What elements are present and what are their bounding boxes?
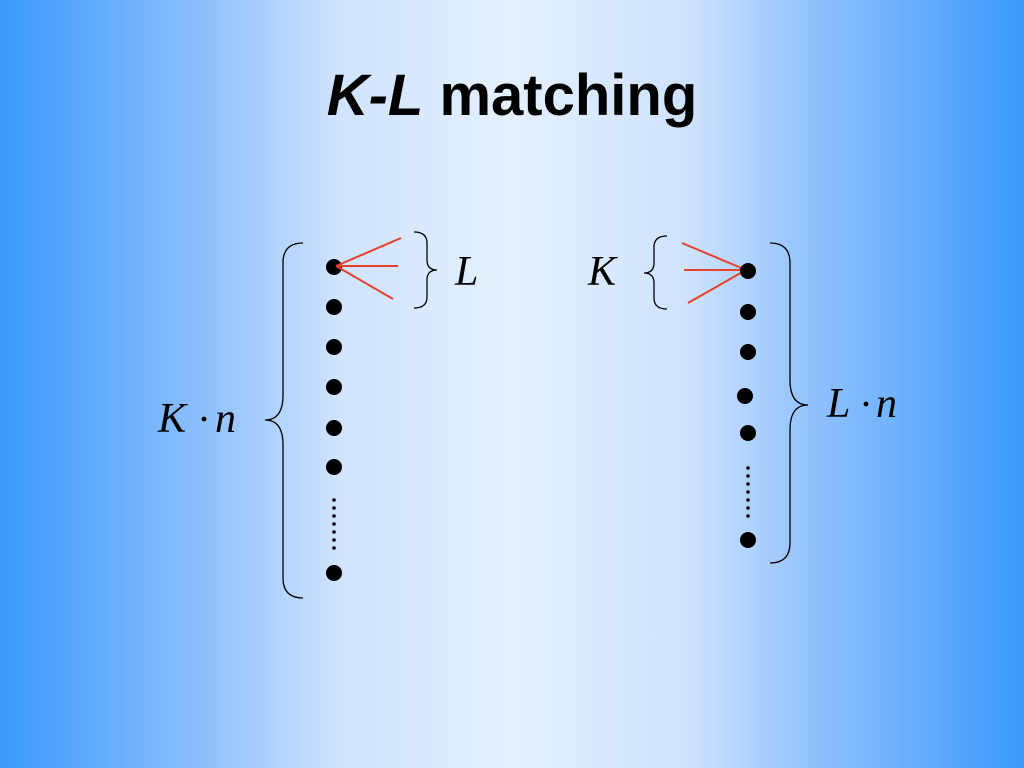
right-dot — [740, 304, 756, 320]
left-edge-label-L: L — [454, 249, 478, 295]
left-dot — [326, 339, 342, 355]
left-set-size-K: K — [157, 396, 188, 442]
left-dot — [326, 420, 342, 436]
left-dot — [326, 299, 342, 315]
left-edge — [335, 265, 394, 300]
right-edge — [687, 269, 747, 304]
left-dot — [326, 379, 342, 395]
left-multiply-dot — [201, 416, 207, 422]
right-dot — [737, 388, 753, 404]
right-edge — [681, 242, 747, 271]
left-edge — [335, 237, 402, 267]
left-large-brace — [264, 242, 304, 599]
left-vertex-set: L K n — [157, 231, 478, 599]
right-dot — [740, 344, 756, 360]
right-dot — [740, 425, 756, 441]
right-set-size-L: L — [826, 381, 850, 427]
left-vertical-ellipsis — [332, 498, 336, 550]
left-dot — [326, 565, 342, 581]
left-dot — [326, 259, 342, 275]
right-edge-label-K: K — [587, 249, 618, 295]
right-vertex-set: K L n — [587, 235, 897, 564]
right-large-brace — [769, 242, 809, 564]
right-vertical-ellipsis — [746, 466, 750, 518]
title-matching: matching — [423, 63, 698, 128]
right-small-brace — [643, 235, 668, 310]
right-multiply-dot — [863, 401, 869, 407]
left-small-brace — [413, 231, 438, 309]
title-kl: K-L — [326, 63, 424, 128]
left-edges — [335, 237, 402, 300]
slide-title: K-L matching — [0, 58, 1024, 134]
left-dot — [326, 459, 342, 475]
right-dot — [740, 532, 756, 548]
right-dot — [740, 263, 756, 279]
right-set-size-n: n — [876, 381, 897, 427]
right-edges — [681, 242, 747, 304]
left-set-size-n: n — [215, 396, 236, 442]
